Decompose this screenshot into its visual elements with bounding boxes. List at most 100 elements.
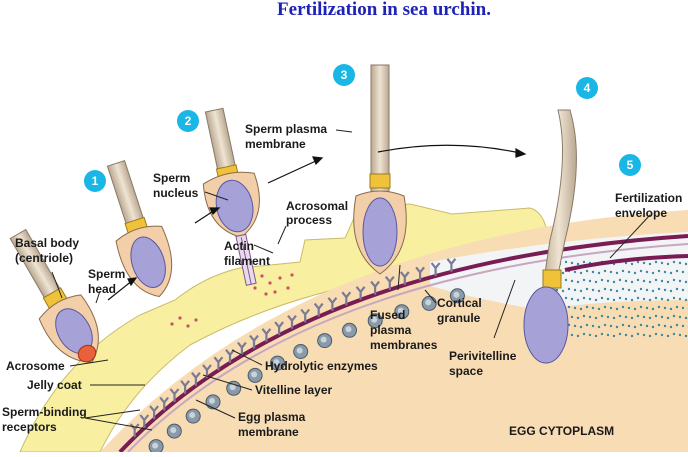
enzyme-dot	[260, 274, 263, 277]
perivitelline-dot	[661, 298, 663, 300]
perivitelline-dot	[670, 308, 672, 310]
perivitelline-dot	[589, 316, 591, 318]
basal-body-label-1: Basal body	[15, 236, 79, 250]
perivitelline-dot	[574, 307, 576, 309]
perivitelline-dot	[616, 290, 618, 292]
perivitelline-dot	[634, 326, 636, 328]
perivitelline-dot	[580, 290, 582, 292]
perivitelline-dot	[586, 270, 588, 272]
perivitelline-dot	[583, 333, 585, 335]
fused-plasma-membranes-label-1: Fused	[370, 308, 405, 322]
perivitelline-dot	[643, 262, 645, 264]
perivitelline-dot	[595, 299, 597, 301]
perivitelline-dot	[679, 280, 681, 282]
perivitelline-dot	[664, 325, 666, 327]
perivitelline-dot	[583, 297, 585, 299]
perivitelline-dot	[658, 288, 660, 290]
perivitelline-dot	[571, 280, 573, 282]
perivitelline-dot	[673, 279, 675, 281]
perivitelline-dot	[646, 271, 648, 273]
perivitelline-dot	[649, 299, 651, 301]
perivitelline-dot	[604, 306, 606, 308]
perivitelline-dot	[646, 289, 648, 291]
perivitelline-dot	[592, 325, 594, 327]
perivitelline-dot	[571, 298, 573, 300]
perivitelline-dot	[664, 307, 666, 309]
perivitelline-dot	[652, 326, 654, 328]
perivitelline-dot	[640, 270, 642, 272]
fused-plasma-membranes-label-2: plasma	[370, 323, 412, 337]
perivitelline-dot	[682, 289, 684, 291]
perivitelline-dot	[637, 333, 639, 335]
perivitelline-dot	[628, 307, 630, 309]
sperm-stage-3	[354, 65, 407, 274]
perivitelline-dot	[628, 271, 630, 273]
perivitelline-dot	[685, 335, 687, 337]
perivitelline-dot	[658, 270, 660, 272]
step-4: 4	[584, 81, 591, 95]
perivitelline-dot	[565, 279, 567, 281]
perivitelline-dot	[622, 324, 624, 326]
perivitelline-dot	[601, 315, 603, 317]
enzyme-dot	[268, 281, 271, 284]
cortical-granule	[248, 368, 262, 382]
perivitelline-dot	[562, 272, 564, 274]
perivitelline-dot	[577, 299, 579, 301]
perivitelline-dot	[619, 297, 621, 299]
sperm-head-label-1: Sperm	[88, 267, 125, 281]
perivitelline-dot	[565, 261, 567, 263]
perivitelline-dot	[571, 316, 573, 318]
perivitelline-dot	[619, 333, 621, 335]
perivitelline-dot	[649, 263, 651, 265]
perivitelline-dot	[670, 326, 672, 328]
perivitelline-dot	[625, 298, 627, 300]
perivitelline-dot	[589, 334, 591, 336]
perivitelline-dot	[673, 261, 675, 263]
perivitelline-dot	[661, 280, 663, 282]
perivitelline-dot	[571, 262, 573, 264]
perivitelline-dot	[667, 281, 669, 283]
perivitelline-dot	[592, 271, 594, 273]
enzyme-dot	[253, 286, 256, 289]
perivitelline-dot	[643, 334, 645, 336]
fertilization-envelope-label-1: Fertilization	[615, 191, 682, 205]
perivitelline-dot	[613, 317, 615, 319]
perivitelline-dot	[661, 262, 663, 264]
perivitelline-dot	[595, 335, 597, 337]
perivitelline-dot	[592, 289, 594, 291]
sperm-plasma-membrane-label-2: membrane	[245, 137, 306, 151]
perivitelline-dot	[583, 261, 585, 263]
perivitelline-dot	[565, 297, 567, 299]
perivitelline-dot	[682, 271, 684, 273]
perivitelline-dot	[577, 317, 579, 319]
step-2: 2	[185, 114, 192, 128]
perivitelline-dot	[685, 281, 687, 283]
perivitelline-dot	[637, 261, 639, 263]
enzyme-dot	[194, 318, 197, 321]
perivitelline-dot	[625, 334, 627, 336]
sperm-nucleus-label-2: nucleus	[153, 186, 199, 200]
perivitelline-dot	[598, 290, 600, 292]
perivitelline-dot	[664, 271, 666, 273]
perivitelline-dot	[679, 298, 681, 300]
perivitelline-dot	[637, 297, 639, 299]
perivitelline-dot	[679, 262, 681, 264]
cortical-granule	[186, 409, 200, 423]
perivitelline-dot	[598, 272, 600, 274]
perivitelline-dot	[562, 290, 564, 292]
perivitelline-dot	[607, 334, 609, 336]
perivitelline-dot	[598, 308, 600, 310]
sperm-binding-receptors-label-1: Sperm-binding	[2, 405, 87, 419]
perivitelline-dot	[655, 315, 657, 317]
perivitelline-dot	[673, 297, 675, 299]
perivitelline-dot	[634, 272, 636, 274]
perivitelline-dot	[574, 325, 576, 327]
egg-plasma-membrane-label-1: Egg plasma	[238, 410, 306, 424]
perivitelline-dot	[631, 317, 633, 319]
enzyme-dot	[170, 322, 173, 325]
perivitelline-dot	[655, 297, 657, 299]
perivitelline-dot	[574, 289, 576, 291]
perivitelline-dot	[640, 288, 642, 290]
